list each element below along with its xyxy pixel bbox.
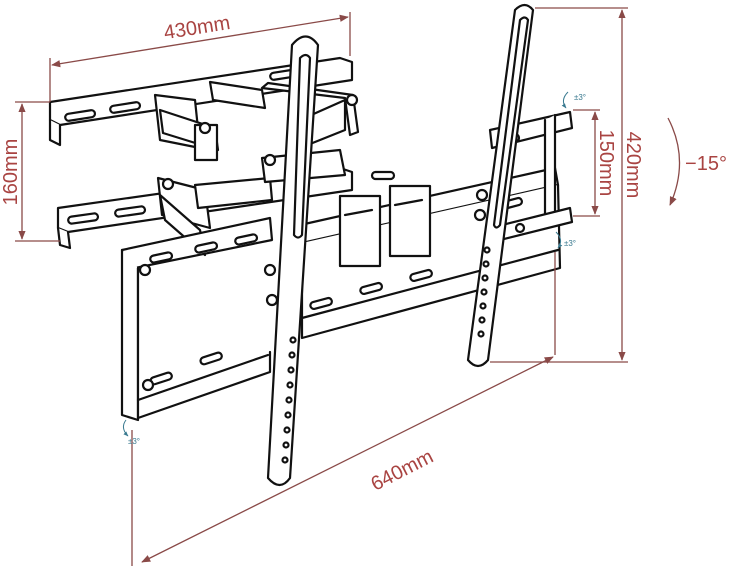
tolerance-label-top-right: ±3° <box>574 93 586 102</box>
dimension-lines <box>15 7 628 566</box>
dim-height-left-label: 160mm <box>0 139 22 206</box>
tilt-indicator <box>667 117 681 206</box>
tolerance-arrow-icon-top-right <box>561 91 569 109</box>
tolerance-label-bottom-left: ±3° <box>128 437 140 446</box>
dim-width-top-label: 430mm <box>162 12 231 44</box>
tilt-arc-icon <box>667 117 681 206</box>
dim-width-top-line <box>51 14 349 68</box>
dim-height-right-inner-label: 150mm <box>595 130 617 197</box>
tolerance-label-right-lower: ±3° <box>564 239 576 248</box>
tilt-angle-label: −15° <box>685 153 727 175</box>
tolerance-arrows <box>122 91 569 437</box>
tolerance-arrow-icon-right-lower <box>555 231 563 249</box>
strap-right-holes <box>477 246 491 338</box>
mount-line-art <box>48 3 574 487</box>
tolerance-arrow-icon-bottom-left <box>122 419 129 437</box>
upper-swing-arm <box>153 80 360 162</box>
dim-width-bottom-line <box>141 356 554 563</box>
dim-height-right-outer-label: 420mm <box>622 132 644 199</box>
dim-width-bottom-label: 640mm <box>368 446 437 496</box>
